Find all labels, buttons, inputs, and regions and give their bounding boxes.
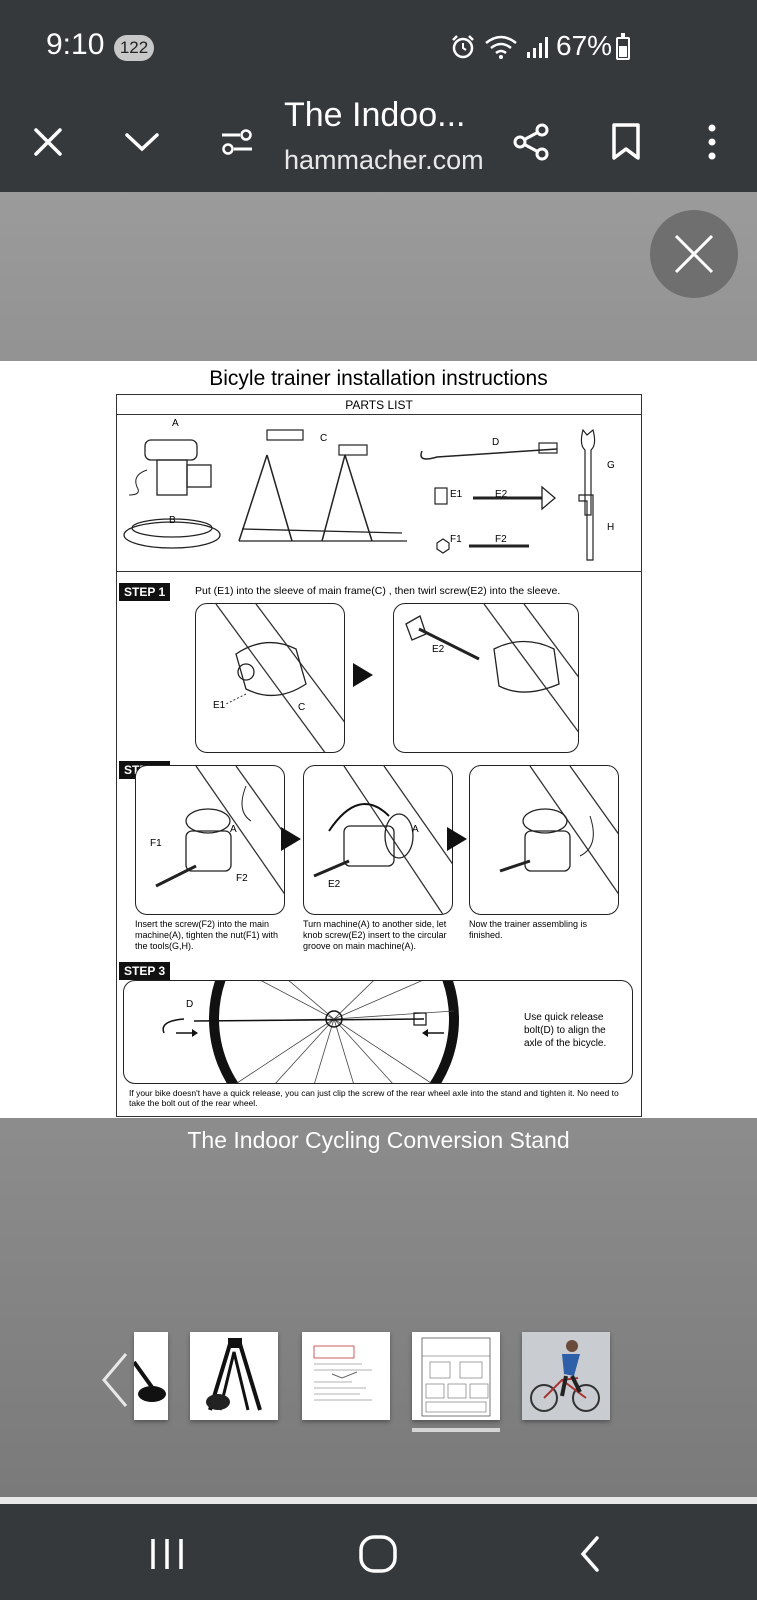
instruction-sheet-thumbnail: [313, 1345, 372, 1401]
step3-wheel-illustration: [162, 981, 459, 1083]
battery-percent: 67%: [556, 30, 613, 61]
parts-list-header: PARTS LIST: [117, 395, 641, 415]
installation-instructions-thumbnail: [421, 1337, 491, 1417]
status-icons: [450, 30, 552, 64]
step2-panel-2: A E2: [303, 765, 453, 915]
thumbnail-1[interactable]: [134, 1332, 168, 1420]
home-icon: [359, 1535, 397, 1573]
home-button[interactable]: [348, 1526, 408, 1582]
battery-icon: [616, 33, 630, 60]
previous-chevron-icon[interactable]: [98, 1350, 132, 1410]
step3-badge: STEP 3: [119, 962, 171, 980]
step2-caption-3: Now the trainer assembling is finished.: [469, 919, 588, 940]
part-label-f1: F1: [450, 534, 462, 545]
step2-caption-2: Turn machine(A) to another side, let kno…: [303, 919, 447, 951]
status-time: 9:10: [46, 28, 105, 61]
bookmark-button[interactable]: [601, 117, 651, 167]
step2-arrow1-icon: [281, 827, 301, 851]
part-label-f2: F2: [495, 534, 507, 545]
share-icon: [513, 123, 549, 161]
trainer-stand-thumbnail: [206, 1338, 262, 1411]
page-title: The Indoo...: [284, 96, 466, 134]
step2-label-f2: F2: [236, 873, 248, 884]
instruction-image: Bicyle trainer installation instructions…: [0, 361, 757, 1118]
image-caption: The Indoor Cycling Conversion Stand: [187, 1127, 570, 1153]
step2-caption-1: Insert the screw(F2) into the main machi…: [135, 919, 279, 951]
step2-label-a1: A: [230, 824, 237, 835]
step2-panel2-illustration: [313, 766, 452, 914]
step2-panel3-illustration: [499, 766, 618, 895]
close-icon: [34, 128, 62, 156]
part-label-a: A: [172, 418, 179, 429]
signal-icon: [527, 37, 548, 58]
step1-text: Put (E1) into the sleeve of main frame(C…: [195, 585, 561, 597]
footer-note: If your bike doesn't have a quick releas…: [129, 1088, 619, 1108]
status-bar: 9:10 122 67%: [0, 0, 757, 92]
close-gallery-button[interactable]: [650, 210, 738, 298]
back-button[interactable]: [560, 1526, 620, 1582]
nav-divider: [0, 1497, 757, 1504]
more-vert-icon: [708, 124, 716, 160]
alarm-icon: [452, 35, 474, 59]
thumbnail-4[interactable]: [412, 1332, 500, 1420]
cyclist-on-trainer-thumbnail: [522, 1332, 610, 1420]
step1-arrow-icon: [353, 663, 373, 687]
image-gallery: Bicyle trainer installation instructions…: [0, 192, 757, 1497]
part-label-e1: E1: [450, 489, 463, 500]
recent-apps-button[interactable]: [137, 1526, 197, 1582]
step2-label-f1: F1: [150, 838, 162, 849]
part-label-e2: E2: [495, 489, 508, 500]
step2-arrow2-icon: [447, 827, 467, 851]
step3-label-d: D: [186, 999, 194, 1010]
step2-panel-1: F1 A F2: [135, 765, 285, 915]
part-label-h: H: [607, 522, 615, 533]
step2-label-e2: E2: [328, 879, 341, 890]
step1-after-illustration: [405, 604, 578, 733]
step1-label-e1: E1: [213, 700, 226, 711]
bookmark-icon: [612, 123, 640, 160]
chevron-down-icon: [125, 133, 159, 152]
step3-panel: D Use quick release bolt(D) to align the…: [123, 980, 633, 1084]
browser-toolbar: The Indoo... hammacher.com: [0, 92, 757, 192]
thumbnail-strip: [0, 1332, 757, 1432]
close-tab-button[interactable]: [23, 117, 73, 167]
close-icon: [674, 234, 714, 274]
minimize-button[interactable]: [117, 117, 167, 167]
step1-panel-before: E1 C: [195, 603, 345, 753]
recent-apps-icon: [151, 1539, 183, 1569]
system-nav-bar: [0, 1504, 757, 1600]
part-label-c: C: [320, 433, 328, 444]
step1-label-c: C: [298, 702, 306, 713]
instructions-frame: PARTS LIST: [116, 394, 642, 1117]
part-label-g: G: [607, 460, 615, 471]
page-domain: hammacher.com: [284, 145, 484, 175]
thumbnail-3[interactable]: [302, 1332, 390, 1420]
page-settings-button[interactable]: [212, 117, 262, 167]
thumbnail-2[interactable]: [190, 1332, 278, 1420]
step2-panel1-illustration: [155, 766, 284, 895]
thumbnail-5[interactable]: [522, 1332, 610, 1420]
parts-list: A B C D E1 E2 F1 F2 G H: [117, 415, 641, 572]
back-icon: [580, 1536, 599, 1572]
share-button[interactable]: [506, 117, 556, 167]
step1-label-e2: E2: [432, 644, 445, 655]
step1-panel-after: E2: [393, 603, 579, 753]
trainer-stand-partial-thumbnail: [134, 1360, 166, 1402]
step1-before-illustration: [215, 604, 344, 752]
notification-count-badge: 122: [114, 35, 154, 61]
part-label-d: D: [492, 437, 500, 448]
page-settings-icon: [222, 129, 252, 155]
more-options-button[interactable]: [687, 117, 737, 167]
part-label-b: B: [169, 515, 176, 526]
step2-panel-3: [469, 765, 619, 915]
wifi-icon: [485, 35, 517, 59]
step2-label-a2: A: [412, 824, 419, 835]
step3-note: Use quick release bolt(D) to align the a…: [524, 1012, 607, 1049]
instructions-title: Bicyle trainer installation instructions: [209, 367, 548, 390]
parts-illustration: [123, 428, 596, 561]
step1-badge: STEP 1: [119, 583, 171, 601]
active-thumbnail-indicator: [412, 1428, 500, 1432]
